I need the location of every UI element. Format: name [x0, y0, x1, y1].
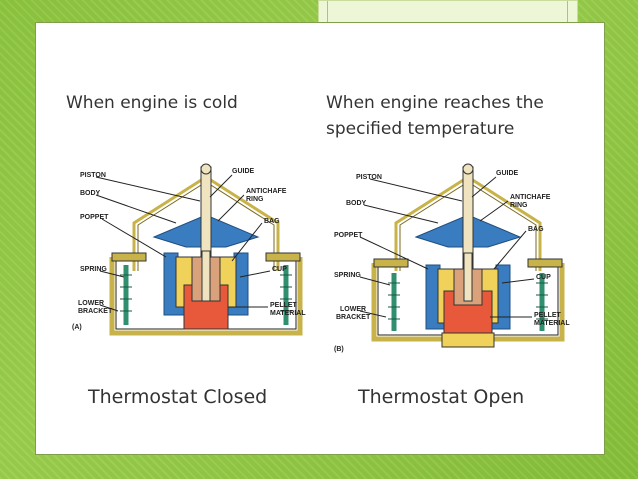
callout-cup: CUP: [272, 266, 287, 273]
thermostat-closed-diagram: PISTON BODY POPPET SPRING LOWER BRACKET …: [56, 161, 318, 351]
callout-poppet: POPPET: [80, 214, 109, 221]
callout-antichafe-1: ANTICHAFE: [246, 188, 287, 195]
callout-body-b: BODY: [346, 200, 367, 207]
figure-tag-b: (B): [334, 346, 344, 353]
callout-pellet-2-b: MATERIAL: [534, 320, 570, 327]
hot-heading-line1: When engine reaches the: [326, 93, 544, 113]
callout-antichafe-2: RING: [246, 196, 264, 203]
callout-spring: SPRING: [80, 266, 107, 273]
callout-guide: GUIDE: [232, 168, 255, 175]
callout-pellet-1-b: PELLET: [534, 312, 562, 319]
callout-bag: BAG: [264, 218, 280, 225]
callout-piston: PISTON: [80, 172, 106, 179]
callout-antichafe-1-b: ANTICHAFE: [510, 194, 551, 201]
slide-content: When engine is cold When engine reaches …: [35, 22, 605, 455]
closed-caption: Thermostat Closed: [88, 386, 268, 408]
callout-guide-b: GUIDE: [496, 170, 519, 177]
thermostat-open-diagram: PISTON BODY POPPET SPRING LOWER BRACKET …: [318, 161, 580, 361]
callout-pellet-2: MATERIAL: [270, 310, 306, 317]
callout-body: BODY: [80, 190, 101, 197]
callout-spring-b: SPRING: [334, 272, 361, 279]
callout-pellet-1: PELLET: [270, 302, 298, 309]
callout-lower-2-b: BRACKET: [336, 314, 371, 321]
callout-poppet-b: POPPET: [334, 232, 363, 239]
callout-cup-b: CUP: [536, 274, 551, 281]
figure-tag-a: (A): [72, 324, 82, 331]
callout-antichafe-2-b: RING: [510, 202, 528, 209]
callout-lower-1-b: LOWER: [340, 306, 366, 313]
callout-bag-b: BAG: [528, 226, 544, 233]
callout-lower-2: BRACKET: [78, 308, 113, 315]
open-caption: Thermostat Open: [358, 386, 525, 408]
hot-heading-line2: specified temperature: [326, 119, 515, 139]
cold-heading: When engine is cold: [66, 93, 238, 113]
callout-piston-b: PISTON: [356, 174, 382, 181]
callout-lower-1: LOWER: [78, 300, 104, 307]
